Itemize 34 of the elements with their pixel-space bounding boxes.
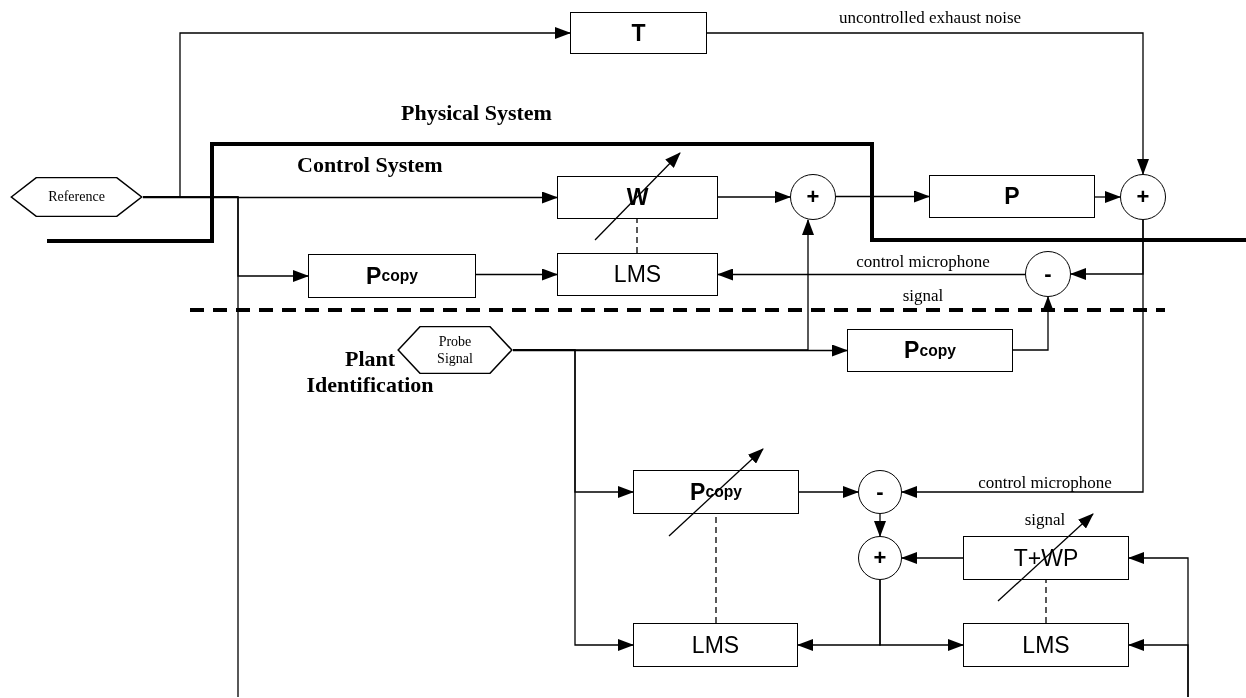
- signal-arrow: [475, 268, 558, 281]
- block-box: P: [929, 175, 1095, 218]
- signal-arrow: [835, 190, 930, 203]
- summing-junction: +: [790, 174, 836, 220]
- signal-arrow: [1012, 296, 1054, 351]
- signal-arrow: [1128, 639, 1189, 698]
- signal-line: [142, 196, 239, 698]
- signal-arrow: [512, 349, 634, 651]
- signal-source-hexagon: Reference: [10, 177, 143, 217]
- block-box: T: [570, 12, 707, 54]
- block-box: LMS: [557, 253, 718, 296]
- signal-arrow: [1094, 191, 1121, 203]
- signal-source-hexagon: Probe Signal: [397, 326, 513, 374]
- region-label: Control System: [297, 152, 443, 178]
- signal-arrow: [901, 219, 1144, 498]
- signal-arrow: [879, 579, 964, 651]
- signal-arrow: [717, 268, 1026, 281]
- region-label: Physical System: [401, 100, 552, 126]
- edge-label: uncontrolled exhaust noise: [837, 8, 1023, 28]
- signal-arrow: [901, 552, 964, 564]
- summing-junction: -: [1025, 251, 1071, 297]
- signal-arrow: [874, 513, 886, 537]
- signal-arrow: [717, 191, 791, 203]
- adaptation-link: [636, 218, 638, 254]
- summing-junction: +: [858, 536, 902, 580]
- adaptation-link: [1045, 579, 1047, 624]
- summing-junction: +: [1120, 174, 1166, 220]
- edge-label: control microphone signal: [855, 251, 991, 307]
- summing-junction: -: [858, 470, 902, 514]
- edge-label: control microphone signal: [977, 472, 1113, 531]
- signal-arrow: [798, 486, 859, 498]
- signal-arrow: [706, 32, 1149, 175]
- block-box: LMS: [633, 623, 798, 667]
- block-box: LMS: [963, 623, 1129, 667]
